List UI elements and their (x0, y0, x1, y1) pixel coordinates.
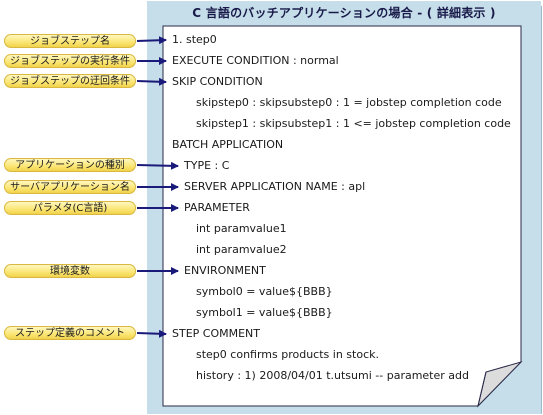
step-name-line: 1. step0 (172, 33, 217, 46)
label-jobstep-name: ジョブステップ名 (4, 34, 136, 48)
type-line: TYPE : C (184, 159, 230, 172)
environment-line: symbol1 = value${BBB} (196, 306, 333, 319)
environment-heading: ENVIRONMENT (184, 264, 266, 277)
label-step-comment: ステップ定義のコメント (4, 326, 136, 340)
label-parameter: パラメタ(C言語) (4, 201, 136, 215)
label-jobstep-skip-condition: ジョブステップの迂回条件 (4, 74, 136, 88)
skip-condition-line: skipstep0 : skipsubstep0 : 1 = jobstep c… (196, 96, 502, 109)
server-application-name-line: SERVER APPLICATION NAME : apl (184, 180, 366, 193)
execute-condition-line: EXECUTE CONDITION : normal (172, 54, 339, 67)
history-line: history : 1) 2008/04/01 t.utsumi -- para… (196, 369, 469, 382)
parameter-heading: PARAMETER (184, 201, 250, 214)
skip-condition-heading: SKIP CONDITION (172, 75, 263, 88)
batch-application-heading: BATCH APPLICATION (172, 138, 284, 151)
label-environment: 環境変数 (4, 264, 136, 278)
skip-condition-line: skipstep1 : skipsubstep1 : 1 <= jobstep … (196, 117, 511, 130)
label-server-application-name: サーバアプリケーション名 (4, 180, 136, 194)
label-jobstep-execute-condition: ジョブステップの実行条件 (4, 54, 136, 68)
step-comment-heading: STEP COMMENT (172, 327, 260, 340)
environment-line: symbol0 = value${BBB} (196, 285, 333, 298)
parameter-line: int paramvalue1 (196, 222, 287, 235)
step-comment-line: step0 confirms products in stock. (196, 348, 379, 361)
label-application-type: アプリケーションの種別 (4, 158, 136, 172)
parameter-line: int paramvalue2 (196, 243, 287, 256)
panel-title: C 言語のバッチアプリケーションの場合 - ( 詳細表示 ) (192, 6, 496, 20)
